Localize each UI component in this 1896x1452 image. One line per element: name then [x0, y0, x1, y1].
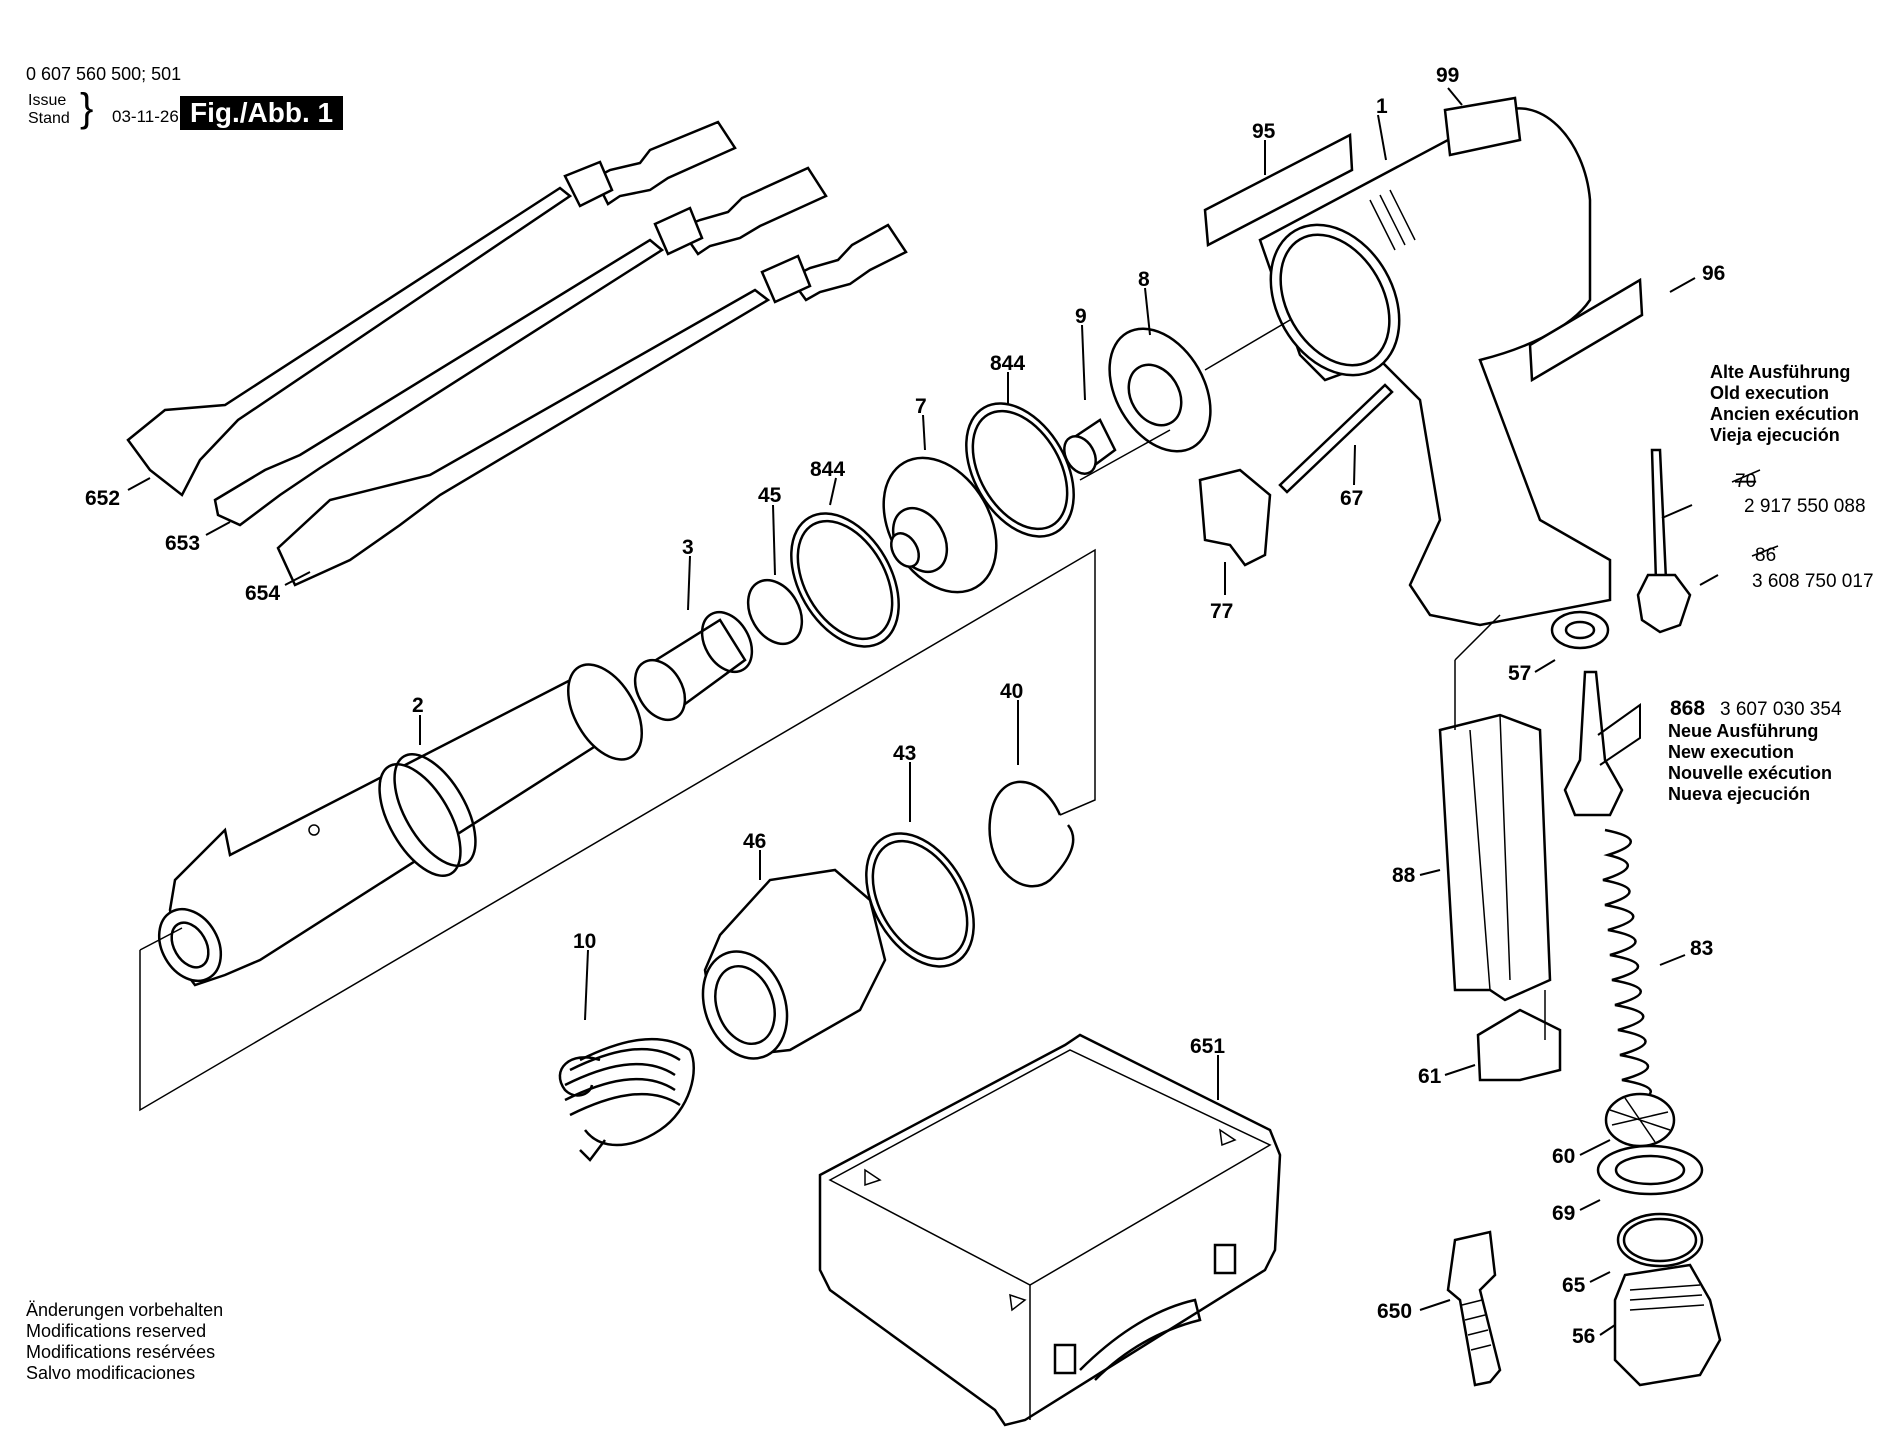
callout-61: 61	[1418, 1065, 1442, 1088]
old-execution-line-fr: Ancien exécution	[1710, 404, 1860, 424]
part-code: 0 607 560 500; 501	[26, 64, 182, 84]
old-execution-note: Alte Ausführung Old execution Ancien exé…	[1710, 362, 1859, 446]
callout-57: 57	[1508, 662, 1531, 685]
new-execution-part: 868 3 607 030 354	[1670, 697, 1842, 720]
plug-56	[1613, 1263, 1722, 1387]
new-ref-868: 868	[1670, 697, 1705, 720]
old-execution-line-de: Alte Ausführung	[1710, 362, 1851, 382]
callout-99: 99	[1436, 64, 1459, 87]
spring-83	[1602, 828, 1652, 1107]
old-ref-70: 70	[1735, 471, 1756, 492]
callout-65: 65	[1562, 1274, 1586, 1297]
callout-1: 1	[1376, 95, 1388, 118]
piston-3	[633, 610, 754, 722]
new-execution-line-de: Neue Ausführung	[1668, 721, 1819, 741]
plate-8	[1108, 327, 1212, 453]
new-execution-note: Neue Ausführung New execution Nouvelle e…	[1668, 721, 1832, 805]
hose-nipple-650	[1446, 1230, 1502, 1387]
issue-stand-labels: Issue Stand	[28, 92, 70, 128]
old-execution-line-en: Old execution	[1710, 383, 1830, 403]
callout-96: 96	[1702, 262, 1725, 285]
o-ring-65	[1616, 1212, 1704, 1268]
callout-43: 43	[893, 742, 916, 765]
bushing-9	[1063, 418, 1117, 475]
trigger-77	[1198, 468, 1272, 567]
callout-60: 60	[1552, 1145, 1575, 1168]
footer-line-en: Modifications reserved	[26, 1321, 207, 1341]
callout-10: 10	[573, 930, 596, 953]
old-execution-parts: 70 2 917 550 088 86 3 608 750 017	[1731, 469, 1874, 592]
valve-86	[1636, 573, 1692, 634]
o-ring-844-a	[790, 512, 900, 648]
ring-69	[1596, 1144, 1704, 1196]
stand-label: Stand	[28, 110, 70, 127]
label-strip-99	[1443, 96, 1522, 157]
old-ref-86: 86	[1755, 545, 1776, 566]
label-strip-95	[1203, 133, 1354, 247]
chisel-652	[126, 120, 737, 497]
issue-label: Issue	[28, 92, 67, 109]
callout-651: 651	[1190, 1035, 1225, 1058]
old-number-86: 3 608 750 017	[1752, 571, 1874, 592]
old-execution-line-es: Vieja ejecución	[1710, 425, 1840, 445]
old-number-70: 2 917 550 088	[1744, 496, 1866, 517]
callout-844-mid: 844	[810, 458, 845, 481]
o-ring-45	[746, 578, 804, 646]
new-execution-line-fr: Nouvelle exécution	[1668, 763, 1833, 783]
callout-8: 8	[1138, 268, 1150, 291]
snap-ring-40	[988, 780, 1075, 888]
new-number-868: 3 607 030 354	[1720, 699, 1842, 720]
label-strip-96	[1528, 277, 1644, 383]
footer-line-es: Salvo modificaciones	[26, 1363, 196, 1383]
callout-67: 67	[1340, 487, 1363, 510]
issue-date: 03-11-26	[112, 107, 179, 126]
callout-40: 40	[1000, 680, 1023, 703]
block-61	[1476, 1008, 1562, 1082]
valve-stem-868	[1563, 670, 1624, 817]
chisel-654	[276, 223, 908, 587]
retainer-10	[558, 1037, 695, 1162]
valve-7	[882, 456, 998, 594]
callout-69: 69	[1552, 1202, 1575, 1225]
callout-46: 46	[743, 830, 766, 853]
chisel-653	[213, 166, 828, 527]
new-execution-line-es: Nueva ejecución	[1668, 784, 1811, 804]
callout-653: 653	[165, 532, 200, 555]
cylinder-2	[157, 663, 644, 987]
leader-lines	[127, 87, 1719, 1336]
o-ring-844-b	[965, 402, 1075, 538]
callout-45: 45	[758, 484, 782, 507]
modifications-note: Änderungen vorbehalten Modifications res…	[26, 1300, 223, 1384]
callout-7: 7	[915, 395, 927, 418]
footer-line-fr: Modifications resérvées	[26, 1342, 216, 1362]
callout-labels: 99 95 1 96 8 9 844 844 7 45 3 2 40 43 46…	[85, 64, 1725, 1348]
callout-2: 2	[412, 694, 424, 717]
callout-652: 652	[85, 487, 120, 510]
o-ring-43	[865, 832, 975, 968]
figure-badge: Fig./Abb. 1	[180, 96, 344, 130]
callout-650: 650	[1377, 1300, 1412, 1323]
callout-88: 88	[1392, 864, 1416, 887]
callout-56: 56	[1572, 1325, 1595, 1348]
new-execution-line-en: New execution	[1668, 742, 1795, 762]
brace-glyph: }	[80, 86, 94, 130]
valve-pin-70	[1650, 448, 1668, 584]
callout-844-top: 844	[990, 352, 1025, 375]
callout-3: 3	[682, 536, 694, 559]
o-ring-844-a-inner	[796, 519, 894, 641]
callout-95: 95	[1252, 120, 1276, 143]
nut-46	[701, 868, 887, 1060]
housing-1	[1258, 107, 1612, 627]
callout-9: 9	[1075, 305, 1087, 328]
carrying-case-651	[818, 1033, 1282, 1427]
footer-line-de: Änderungen vorbehalten	[26, 1300, 224, 1320]
callout-83: 83	[1690, 937, 1713, 960]
seal-57	[1550, 610, 1610, 650]
pin-67	[1278, 383, 1394, 494]
callout-77: 77	[1210, 600, 1233, 623]
callout-654: 654	[245, 582, 280, 605]
grip-88	[1438, 713, 1552, 1002]
